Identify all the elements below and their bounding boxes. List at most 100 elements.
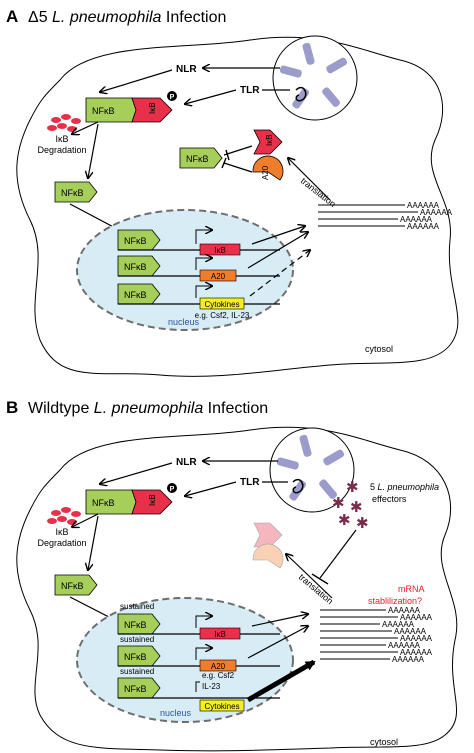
svg-text:AAAAAA: AAAAAA (420, 208, 453, 217)
mrna-group-a: AAAAAA AAAAAA AAAAAA AAAAAA (318, 201, 453, 231)
svg-text:P: P (170, 486, 175, 493)
mrna-group-b: AAAAAA AAAAAA AAAAAA AAAAAA AAAAAA AAAAA… (320, 606, 433, 664)
svg-text:AAAAAA: AAAAAA (400, 613, 433, 622)
nucleus-b (76, 597, 294, 723)
nlr-label-a: NLR (176, 64, 197, 75)
svg-text:Degradation: Degradation (37, 538, 86, 548)
gene-a20-a: NFκB A20 (117, 232, 308, 282)
release-arrow-a (88, 123, 99, 178)
svg-text:NFκB: NFκB (61, 581, 84, 591)
svg-text:stablilization?: stablilization? (368, 596, 422, 606)
svg-text:✱: ✱ (356, 515, 369, 532)
svg-text:AAAAAA: AAAAAA (400, 634, 433, 643)
panel-a-letter: A (6, 7, 18, 26)
tlr-label-b: TLR (240, 477, 260, 488)
translation-arrow-a (288, 158, 331, 201)
svg-text:AAAAAA: AAAAAA (388, 606, 421, 615)
a20-protein-a (252, 155, 284, 181)
mrna-stabilization-label: mRNA (398, 584, 425, 594)
svg-text:NFκB: NFκB (61, 188, 84, 198)
strong-cytokine-arrow-b (246, 659, 316, 703)
nfkb-ikb-complex-a: NFκB IκB P (85, 91, 177, 123)
svg-text:✱: ✱ (346, 479, 359, 496)
svg-text:IκB: IκB (148, 102, 157, 114)
svg-text:IκB: IκB (148, 494, 157, 506)
svg-text:✱: ✱ (350, 499, 363, 516)
phospho-icon-b (167, 483, 177, 493)
svg-text:sustained: sustained (120, 602, 154, 611)
panel-b-title: Wildtype L. pneumophila Infection (28, 400, 268, 417)
panel-a-title: Δ5 L. pneumophila Infection (28, 9, 226, 26)
faded-proteins-b (252, 522, 284, 569)
nlr-label-b: NLR (176, 457, 197, 468)
svg-text:A20: A20 (211, 662, 226, 671)
nucleus-label-b: nucleus (160, 708, 192, 718)
svg-text:P: P (170, 94, 175, 101)
svg-text:AAAAAA: AAAAAA (394, 627, 427, 636)
nlr-to-complex-arrow-a (100, 69, 173, 92)
svg-text:NFκB: NFκB (124, 620, 147, 630)
svg-text:A20: A20 (211, 272, 226, 281)
svg-text:NFκB: NFκB (124, 652, 147, 662)
svg-text:Cytokines: Cytokines (204, 702, 239, 711)
svg-text:NFκB: NFκB (124, 290, 147, 300)
svg-text:AAAAAA: AAAAAA (407, 201, 440, 210)
svg-text:NFκB: NFκB (186, 154, 209, 164)
svg-text:AAAAAA: AAAAAA (392, 655, 425, 664)
svg-text:A20: A20 (261, 165, 270, 180)
gene-a20-b: sustained NFκB A20 (117, 626, 308, 672)
bacteria-vesicle-a (272, 35, 358, 121)
effector-inhibit-line (319, 529, 357, 579)
svg-text:IκB: IκB (55, 134, 68, 144)
svg-text:IκB: IκB (265, 134, 274, 146)
svg-text:IκB: IκB (214, 246, 226, 255)
gene-cytokines-a: NFκB Cytokines e.g. Csf2, IL-23 (117, 250, 310, 320)
svg-text:IκB: IκB (55, 527, 68, 537)
svg-text:AAAAAA: AAAAAA (388, 641, 421, 650)
svg-text:Degradation: Degradation (37, 145, 86, 155)
svg-text:NFκB: NFκB (124, 236, 147, 246)
svg-text:✱: ✱ (332, 495, 345, 512)
svg-text:AAAAAA: AAAAAA (400, 648, 433, 657)
nucleus-label-a: nucleus (168, 317, 200, 327)
svg-text:IκB: IκB (214, 630, 226, 639)
svg-text:✱: ✱ (338, 512, 351, 529)
svg-text:AAAAAA: AAAAAA (407, 222, 440, 231)
free-nfkb-b: NFκB (54, 574, 98, 596)
effectors-b: ✱ ✱ ✱ ✱ ✱ 5 L. pneumophila effectors (332, 479, 439, 532)
cell-membrane-a (16, 36, 459, 377)
gene-ikb-b: sustained NFκB IκB (117, 602, 308, 640)
cytosol-label-a: cytosol (365, 344, 393, 354)
svg-text:effectors: effectors (372, 494, 407, 504)
panel-b: B Wildtype L. pneumophila Infection ✱ ✱ … (6, 398, 458, 752)
svg-text:e.g. Csf2: e.g. Csf2 (202, 671, 235, 680)
gene-cytokines-b: sustained NFκB e.g. Csf2 IL-23 Cytokines (117, 659, 316, 712)
svg-text:Cytokines: Cytokines (204, 300, 239, 309)
tlr-label-a: TLR (240, 85, 260, 96)
svg-text:NFκB: NFκB (124, 684, 147, 694)
svg-text:NFκB: NFκB (92, 106, 115, 116)
svg-text:sustained: sustained (120, 667, 154, 676)
svg-text:e.g. Csf2, IL-23: e.g. Csf2, IL-23 (195, 311, 250, 320)
svg-text:IL-23: IL-23 (202, 682, 221, 691)
inhibited-nfkb-a: NFκB (179, 147, 223, 169)
svg-text:NFκB: NFκB (124, 262, 147, 272)
nfkb-ikb-complex-b: NFκB IκB P (85, 483, 177, 515)
tlr-arrow-a (185, 89, 237, 104)
effectors-label: 5 L. pneumophila (370, 482, 439, 492)
panel-b-letter: B (6, 398, 18, 417)
gene-ikb-a: NFκB IκB (117, 226, 305, 256)
bacteria-icon-a (295, 86, 307, 102)
ikb-protein-a (253, 129, 283, 155)
svg-text:NFκB: NFκB (92, 498, 115, 508)
nucleus-a (76, 209, 294, 331)
cytosol-label-b: cytosol (370, 737, 398, 747)
svg-text:sustained: sustained (120, 635, 154, 644)
free-nfkb-a: NFκB (54, 181, 98, 203)
svg-text:AAAAAA: AAAAAA (382, 620, 415, 629)
panel-a: A Δ5 L. pneumophila Infection NLR TLR NF… (6, 7, 459, 377)
bacteria-icon-b (292, 478, 304, 494)
phospho-icon-a (167, 91, 177, 101)
svg-text:AAAAAA: AAAAAA (400, 215, 433, 224)
